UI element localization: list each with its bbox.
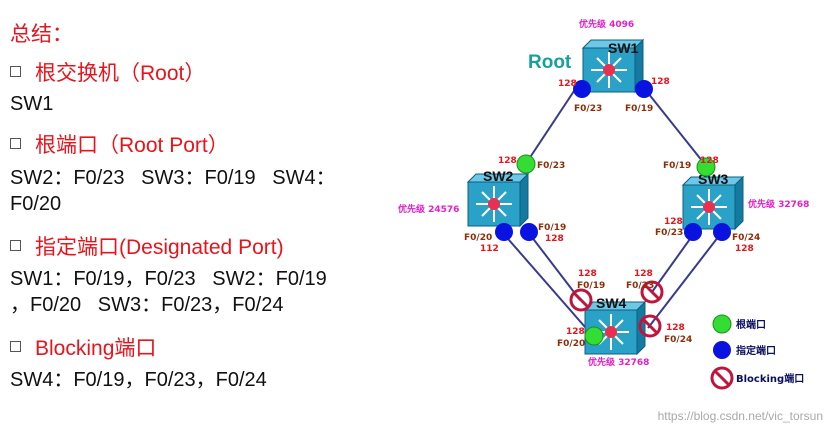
- bullet-icon: [10, 240, 21, 251]
- root-port-dot: [696, 157, 716, 177]
- section-label: Blocking端口: [35, 337, 157, 360]
- section-label: 指定端口(Designated Port): [35, 236, 284, 259]
- blocking-port-icon: [569, 288, 593, 312]
- port-cost: 128: [634, 269, 653, 279]
- link-sw1-sw3: [643, 87, 708, 168]
- port-cost: 128: [735, 244, 754, 254]
- port-label: F0/23: [626, 281, 654, 291]
- section-root-bridge: 根交换机（Root）: [10, 57, 205, 87]
- designated-port-dot: [573, 80, 591, 98]
- section-body-line: SW1：F0/19，F0/23 SW2：F0/19: [10, 268, 327, 290]
- topology-diagram: SW1 SW2 SW3 SW4 Root 优先级 4096 优先级 24576 …: [398, 18, 809, 390]
- bullet-icon: [10, 341, 21, 352]
- sw1-priority: 优先级 4096: [579, 18, 634, 30]
- bullet-icon: [10, 66, 21, 77]
- port-label: F0/20: [464, 233, 492, 243]
- section-designated-port: 指定端口(Designated Port): [10, 231, 284, 261]
- section-label: 根端口（Root Port）: [35, 134, 229, 157]
- port-cost: 128: [545, 234, 564, 244]
- summary-title: 总结：: [10, 23, 73, 46]
- section-body-line: SW2：F0/23 SW3：F0/19 SW4：: [10, 167, 336, 189]
- root-label: Root: [528, 52, 572, 73]
- sw3-priority: 优先级 32768: [748, 198, 809, 210]
- section-body-line: SW1: [10, 93, 54, 115]
- root-port-dot: [516, 154, 536, 174]
- port-cost: 128: [578, 269, 597, 279]
- port-cost: 112: [480, 244, 499, 254]
- link-sw1-sw2: [524, 87, 577, 166]
- link-sw3-sw4-b: [647, 231, 723, 329]
- legend-designated-port-icon: [713, 341, 731, 359]
- port-cost: 128: [566, 327, 585, 337]
- legend-blocking-port-label: Blocking端口: [736, 372, 804, 385]
- designated-port-dot: [684, 223, 702, 241]
- section-body-line: ，F0/20 SW3：F0/23，F0/24: [10, 294, 284, 316]
- sw4-priority: 优先级 32768: [588, 356, 649, 368]
- designated-port-dot: [495, 223, 513, 241]
- section-root-port: 根端口（Root Port）: [10, 129, 229, 159]
- port-label: F0/19: [538, 223, 566, 233]
- port-cost: 128: [700, 156, 719, 166]
- section-body-line: SW4：F0/19，F0/23，F0/24: [10, 369, 267, 391]
- designated-port-dot: [635, 80, 653, 98]
- designated-port-dot: [713, 223, 731, 241]
- legend: 根端口 指定端口 Blocking端口: [710, 314, 804, 390]
- blocking-port-icon: [638, 314, 662, 338]
- link-sw3-sw4-a: [651, 231, 696, 293]
- legend-root-port-icon: [712, 314, 732, 334]
- section-label: 根交换机（Root）: [35, 62, 206, 85]
- legend-designated-port-label: 指定端口: [736, 344, 776, 357]
- section-body-line: F0/20: [10, 193, 62, 215]
- port-label: F0/24: [664, 335, 692, 345]
- bullet-icon: [10, 138, 21, 149]
- port-cost: 128: [651, 77, 670, 87]
- port-label: F0/23: [537, 161, 565, 171]
- port-cost: 128: [558, 79, 577, 89]
- port-label: F0/19: [625, 104, 653, 114]
- link-sw2-sw4-b: [527, 231, 581, 301]
- legend-blocking-port-icon: [710, 366, 734, 390]
- sw1-name: SW1: [608, 40, 639, 56]
- port-label: F0/24: [732, 233, 760, 243]
- sw2-name: SW2: [483, 168, 514, 184]
- designated-port-dot: [520, 223, 538, 241]
- port-cost: 128: [664, 217, 683, 227]
- port-cost: 128: [498, 156, 517, 166]
- sw4-name: SW4: [596, 295, 627, 311]
- port-label: F0/23: [574, 104, 602, 114]
- link-sw2-sw4-a: [501, 231, 593, 336]
- port-label: F0/23: [655, 228, 683, 238]
- port-label: F0/19: [577, 281, 605, 291]
- legend-root-port-label: 根端口: [736, 318, 766, 331]
- port-cost: 128: [666, 323, 685, 333]
- root-port-dot: [584, 326, 604, 346]
- sw2-priority: 优先级 24576: [398, 203, 459, 215]
- section-blocking-port: Blocking端口: [10, 332, 156, 362]
- blocking-port-icon: [640, 280, 664, 304]
- port-label: F0/19: [663, 161, 691, 171]
- watermark: https://blog.csdn.net/vic_torsun: [657, 409, 823, 423]
- port-label: F0/20: [557, 339, 585, 349]
